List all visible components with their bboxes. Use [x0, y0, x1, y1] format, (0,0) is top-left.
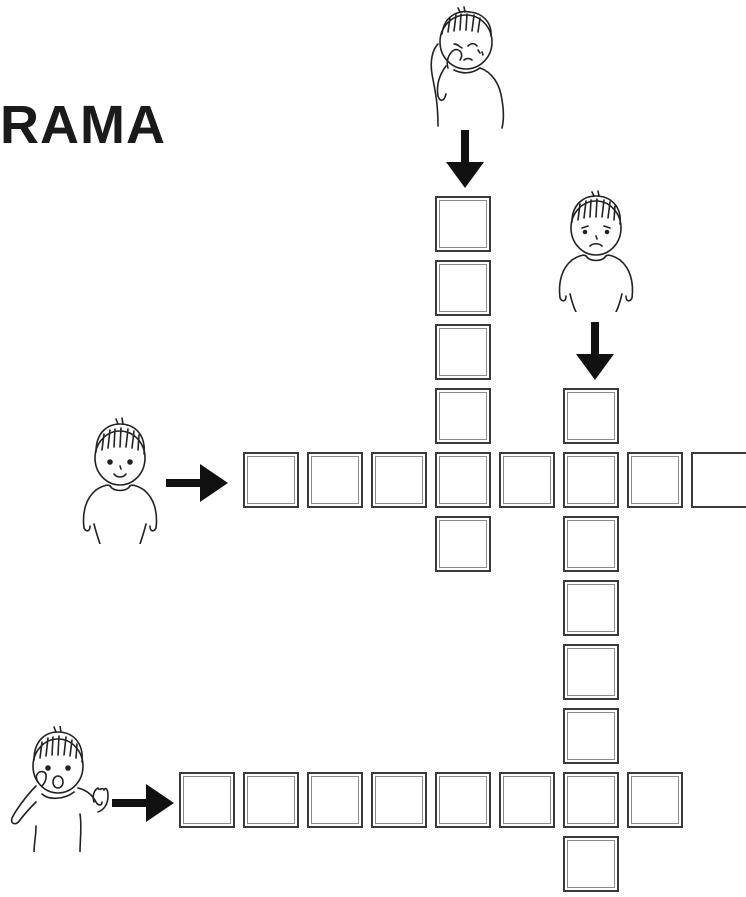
word-sad-cell-4[interactable]	[563, 580, 619, 636]
word-surprised-cell-4[interactable]	[371, 772, 427, 828]
word-happy-cell-5[interactable]	[499, 452, 555, 508]
word-sad-cell-2[interactable]	[563, 452, 619, 508]
surprised-child-icon	[8, 726, 112, 852]
word-sad-cell-6[interactable]	[563, 708, 619, 764]
word-happy-cell-7[interactable]	[627, 452, 683, 508]
sad-child-icon	[554, 190, 636, 312]
word-sad-cell-8[interactable]	[563, 836, 619, 892]
happy-child-icon	[78, 416, 160, 544]
arrow-right-icon	[166, 464, 228, 502]
word-sad-cell-5[interactable]	[563, 644, 619, 700]
word-surprised-cell-6[interactable]	[499, 772, 555, 828]
word-sad-cell-1[interactable]	[563, 388, 619, 444]
word-surprised-cell-3[interactable]	[307, 772, 363, 828]
word-surprised-cell-5[interactable]	[435, 772, 491, 828]
word-surprised-cell-1[interactable]	[179, 772, 235, 828]
word-crying-cell-4[interactable]	[435, 388, 491, 444]
word-crying-cell-3[interactable]	[435, 324, 491, 380]
word-sad-cell-3[interactable]	[563, 516, 619, 572]
page-title: RAMA	[0, 95, 166, 155]
arrow-down-icon	[576, 322, 614, 380]
word-crying-cell-1[interactable]	[435, 196, 491, 252]
word-happy-cell-2[interactable]	[307, 452, 363, 508]
crying-child-icon	[418, 4, 510, 130]
word-surprised-cell-2[interactable]	[243, 772, 299, 828]
word-happy-cell-1[interactable]	[243, 452, 299, 508]
word-crying-cell-5[interactable]	[435, 452, 491, 508]
word-happy-cell-3[interactable]	[371, 452, 427, 508]
word-crying-cell-6[interactable]	[435, 516, 491, 572]
word-sad-cell-7[interactable]	[563, 772, 619, 828]
arrow-right-icon	[112, 784, 174, 822]
word-crying-cell-2[interactable]	[435, 260, 491, 316]
arrow-down-icon	[446, 130, 484, 188]
word-surprised-cell-8[interactable]	[627, 772, 683, 828]
word-happy-cell-8[interactable]	[691, 452, 746, 508]
